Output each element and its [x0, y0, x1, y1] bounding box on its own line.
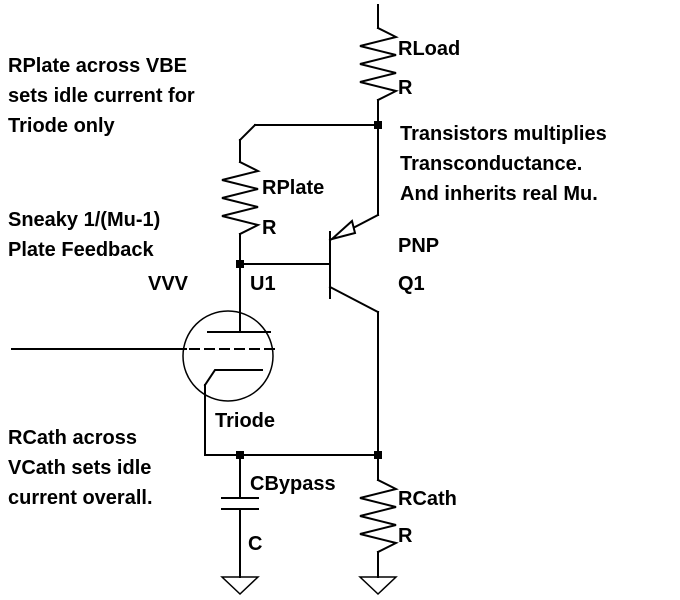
rplate-name-label: RPlate — [262, 177, 324, 199]
junction-cathode-right — [374, 451, 382, 459]
note-rplate: RPlate across VBE sets idle current for … — [8, 55, 195, 137]
note-transistor: Transistors multiplies Transconductance.… — [400, 123, 607, 205]
rcath-name-label: RCath — [398, 488, 457, 510]
rplate-value-label: R — [262, 217, 277, 239]
note-line: Transconductance. — [400, 153, 582, 175]
rcath-value-label: R — [398, 525, 413, 547]
note-line: Triode only — [8, 115, 116, 137]
rload-resistor — [359, 26, 399, 102]
wire-collector — [328, 285, 380, 314]
triode-label: Triode — [215, 410, 275, 432]
tube-cathode — [203, 369, 263, 387]
junctions — [236, 121, 382, 459]
wire-top-corner — [238, 123, 257, 142]
rplate-resistor — [221, 160, 261, 236]
note-line: Plate Feedback — [8, 239, 155, 261]
note-line: Sneaky 1/(Mu-1) — [8, 209, 160, 231]
wires — [11, 4, 380, 578]
rload-value-label: R — [398, 77, 413, 99]
note-line: current overall. — [8, 487, 153, 509]
note-line: VCath sets idle — [8, 457, 151, 479]
note-line: RPlate across VBE — [8, 55, 187, 77]
q1-type-label: PNP — [398, 235, 439, 257]
cbypass-name-label: CBypass — [250, 473, 336, 495]
junction-top — [374, 121, 382, 129]
note-line: And inherits real Mu. — [400, 183, 598, 205]
triode-tube — [182, 310, 275, 402]
rcath-resistor — [359, 478, 399, 554]
note-feedback: Sneaky 1/(Mu-1) Plate Feedback — [8, 209, 160, 261]
q1-name-label: Q1 — [398, 273, 425, 295]
note-line: Transistors multiplies — [400, 123, 607, 145]
cbypass-value-label: C — [248, 533, 262, 555]
vvv-label: VVV — [148, 273, 189, 295]
note-line: RCath across — [8, 427, 137, 449]
note-rcath: RCath across VCath sets idle current ove… — [8, 427, 153, 509]
pnp-transistor — [329, 219, 357, 299]
tube-envelope — [182, 310, 274, 402]
capacitor — [221, 497, 259, 510]
junction-plate — [236, 260, 244, 268]
ground-icon — [358, 576, 398, 596]
note-line: sets idle current for — [8, 85, 195, 107]
emitter-arrow-icon — [331, 219, 357, 240]
junction-cathode-left — [236, 451, 244, 459]
u1-name-label: U1 — [250, 273, 276, 295]
ground-icon — [220, 576, 260, 596]
rload-name-label: RLoad — [398, 38, 460, 60]
